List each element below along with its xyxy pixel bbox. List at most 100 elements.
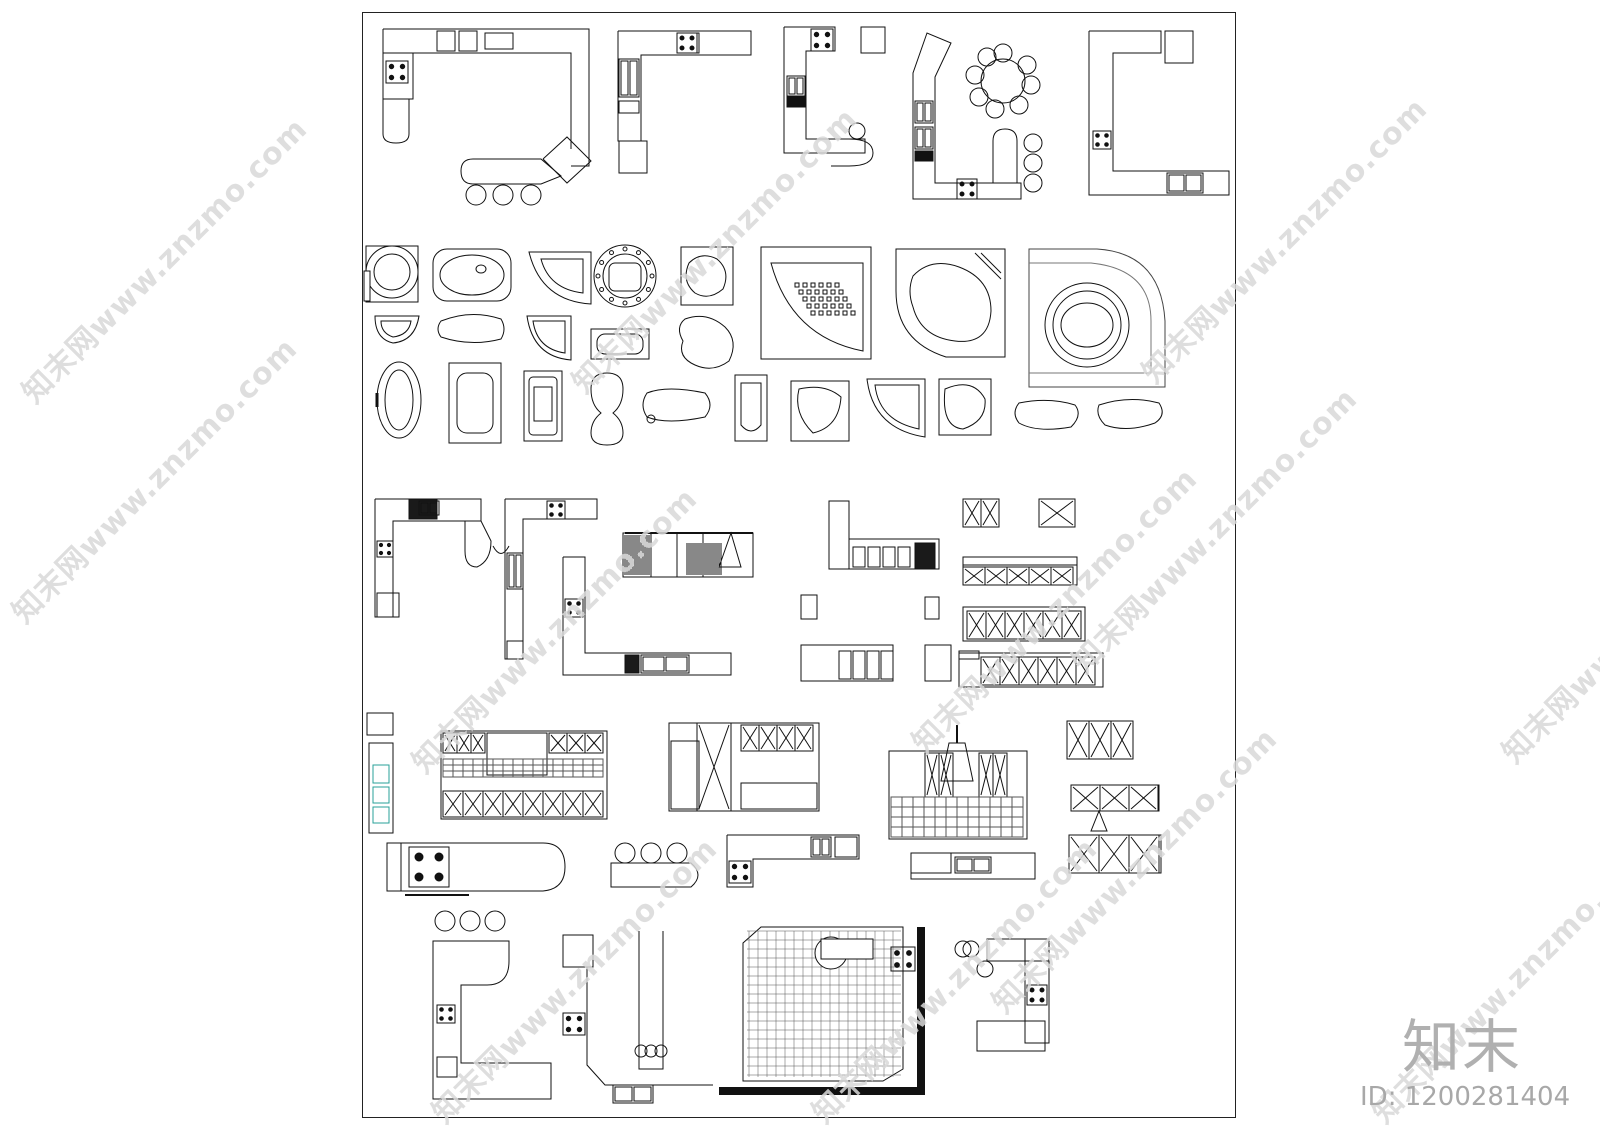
- outline: [812, 838, 821, 856]
- cad-blocks-drawing: [363, 26, 1230, 1104]
- drawing-sheet: [362, 12, 1236, 1118]
- outline: [572, 770, 584, 778]
- outline: [810, 836, 832, 858]
- outline: [1008, 568, 1028, 584]
- outline: [954, 940, 972, 958]
- outline: [934, 796, 947, 808]
- outline: [434, 852, 444, 862]
- kitchen-plan-j: [783, 26, 886, 167]
- outline: [901, 806, 914, 818]
- bathtub-asymmetric-right: [1097, 399, 1163, 429]
- outline: [914, 126, 934, 150]
- outline: [1070, 836, 1098, 872]
- outline: [638, 931, 664, 1070]
- outline: [374, 315, 420, 344]
- kitchen-elevation-range: [828, 500, 940, 570]
- outline: [940, 754, 952, 796]
- outline: [452, 764, 464, 772]
- outline: [912, 806, 925, 818]
- outline: [676, 32, 700, 54]
- outline: [794, 724, 814, 752]
- outline: [994, 754, 1006, 796]
- outline: [1000, 816, 1013, 828]
- outline: [742, 926, 904, 1082]
- outline: [458, 734, 470, 752]
- outline: [676, 32, 698, 54]
- outline: [838, 650, 852, 680]
- outline: [846, 303, 852, 309]
- outline: [1000, 826, 1013, 838]
- outline: [439, 1016, 444, 1021]
- kitchen-plan-l-peninsula: [374, 498, 492, 618]
- outline: [852, 546, 866, 568]
- outline: [368, 742, 394, 834]
- outline: [1090, 722, 1110, 758]
- outline: [760, 726, 776, 750]
- outline: [442, 758, 454, 766]
- bathtub-corner-small: [526, 315, 572, 361]
- bathtub-quarter-shell: [866, 378, 926, 438]
- outline: [462, 758, 474, 766]
- outline: [602, 253, 648, 299]
- outline: [523, 370, 563, 442]
- outline: [382, 99, 410, 144]
- outline: [590, 328, 650, 360]
- outline: [742, 726, 758, 750]
- bathtub-corner-rounded: [938, 378, 992, 436]
- kitchen-plan-l-small: [617, 30, 752, 174]
- outline: [778, 726, 794, 750]
- outline: [1061, 610, 1082, 640]
- outline: [977, 47, 997, 67]
- outline: [633, 1086, 652, 1102]
- outline: [464, 520, 492, 568]
- outline: [890, 816, 903, 828]
- outline: [965, 65, 985, 85]
- outline: [973, 858, 990, 872]
- outline: [822, 289, 828, 295]
- outline: [894, 950, 900, 956]
- outline: [880, 650, 894, 680]
- outline: [610, 862, 699, 888]
- outline: [532, 758, 544, 766]
- outline: [866, 378, 926, 438]
- outline: [924, 644, 952, 682]
- outline: [382, 29, 572, 149]
- outline: [794, 282, 800, 288]
- outline: [822, 303, 828, 309]
- outline: [814, 303, 820, 309]
- outline: [562, 934, 594, 968]
- watermark: 知末网www.znzmo.com: [5, 331, 305, 631]
- outline: [437, 314, 505, 343]
- outline: [432, 940, 552, 1100]
- outline: [1068, 834, 1162, 874]
- outline: [826, 282, 832, 288]
- outline: [464, 792, 482, 816]
- outline: [492, 764, 504, 772]
- outline: [462, 764, 474, 772]
- outline: [668, 722, 820, 812]
- outline: [654, 1044, 668, 1058]
- kitchen-plan-l-island: [382, 28, 592, 206]
- outline: [486, 732, 548, 776]
- outline: [916, 128, 924, 148]
- wall-cabinet-block-3: [1068, 834, 1162, 874]
- outline: [969, 87, 989, 107]
- outline: [492, 758, 504, 766]
- outline: [617, 30, 752, 142]
- kitchen-floor-plan-tiled: [719, 926, 925, 1095]
- outline: [962, 556, 1078, 566]
- bathtub-rectangular: [448, 362, 502, 444]
- outline: [956, 796, 969, 808]
- outline: [612, 1084, 654, 1104]
- kitchen-plan-u-large: [1088, 30, 1230, 196]
- outline: [1028, 248, 1166, 388]
- outline: [956, 826, 969, 838]
- outline: [888, 750, 1028, 840]
- outline: [718, 531, 742, 568]
- outline: [388, 63, 395, 70]
- outline: [620, 60, 629, 96]
- outline: [1101, 786, 1128, 810]
- outline: [582, 758, 594, 766]
- outline: [564, 598, 584, 618]
- outline: [820, 938, 874, 960]
